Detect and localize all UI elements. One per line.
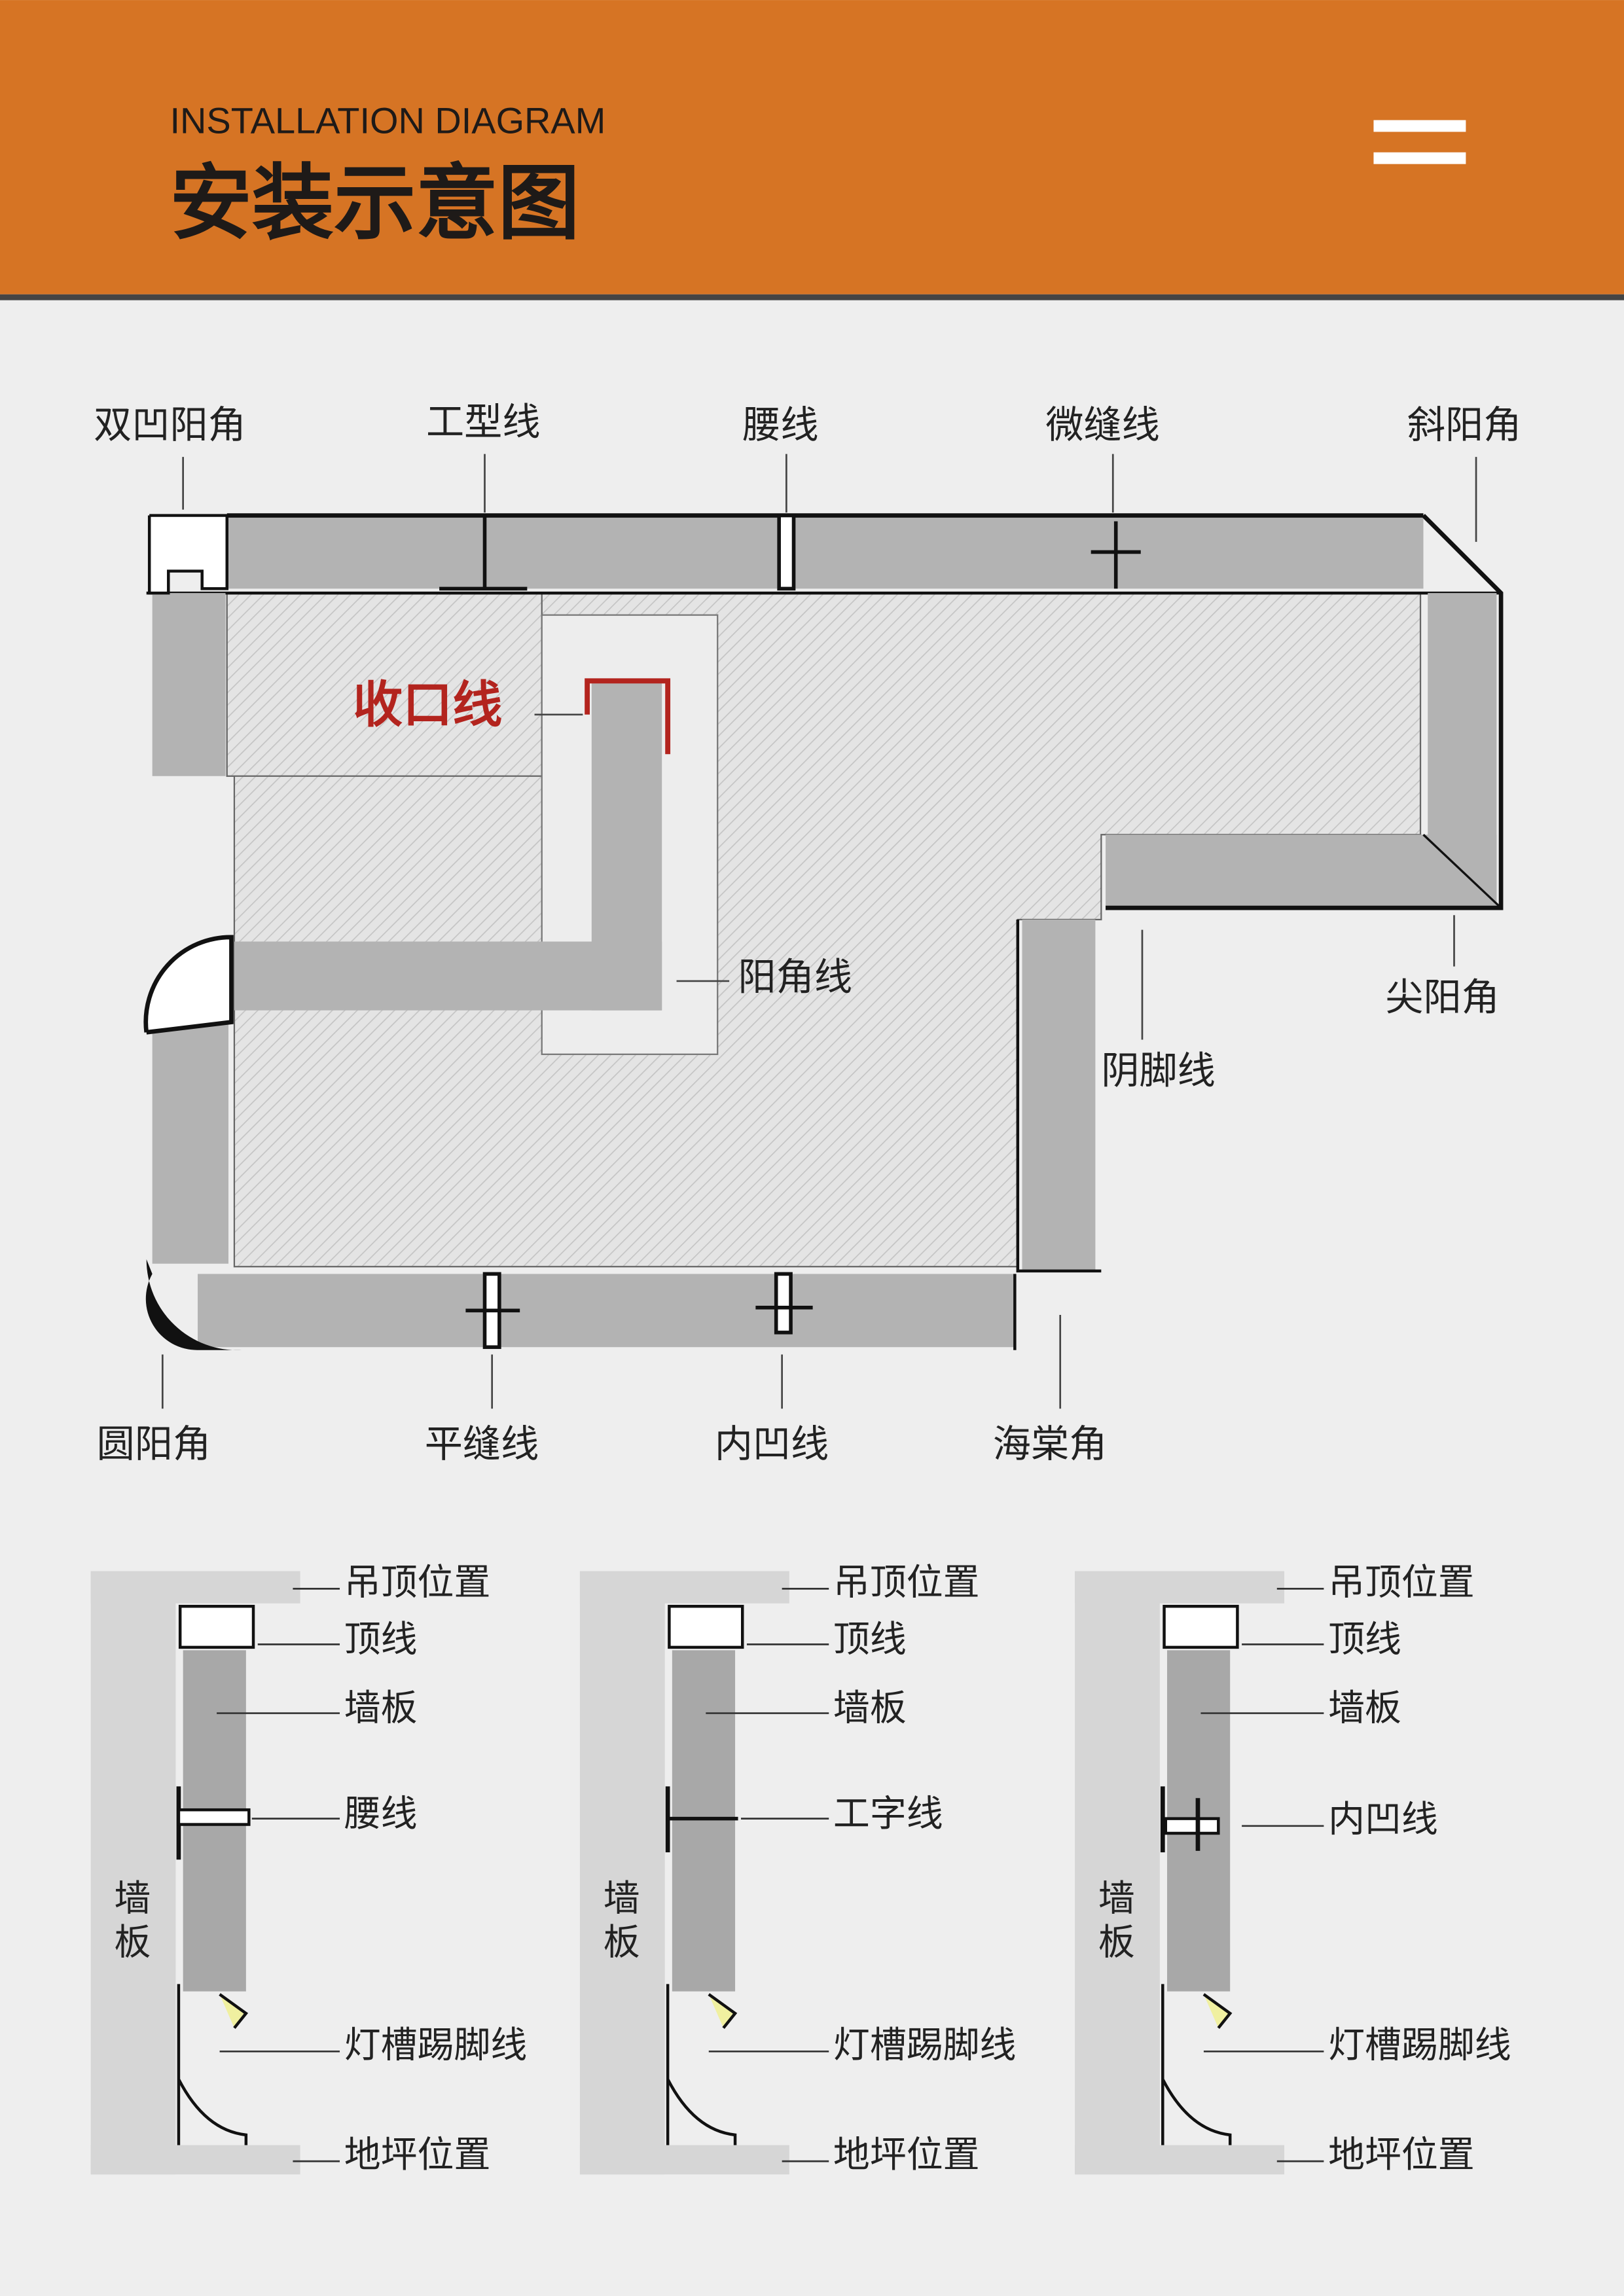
top-wall-panel: [226, 515, 1424, 589]
label-skirting: 灯槽踢脚线: [344, 2024, 528, 2066]
left-top-panel: [152, 593, 226, 776]
label-top-line: 顶线: [344, 1619, 418, 1661]
label-middle-profile: 内凹线: [1328, 1799, 1438, 1841]
label-micro-seam-line: 微缝线: [1045, 403, 1159, 447]
bottom-panel: [198, 1274, 1015, 1348]
label-wall-panel: 墙板: [833, 1687, 907, 1730]
label-flat-seam-line: 平缝线: [425, 1422, 539, 1466]
label-floor-position: 地坪位置: [833, 2134, 980, 2176]
label-waist-line: 腰线: [742, 403, 818, 447]
label-bevel-corner: 斜阳角: [1407, 403, 1521, 447]
middle-panel: [1022, 920, 1096, 1271]
label-outer-corner-line: 阳角线: [738, 954, 852, 999]
label-double-concave-corner: 双凹阳角: [94, 403, 246, 447]
label-closing-line: 收口线: [353, 675, 502, 734]
header: INSTALLATION DIAGRAM 安装示意图: [0, 0, 1624, 300]
double-concave-corner-piece: [147, 514, 228, 595]
left-panel: [152, 1022, 228, 1264]
label-floor-position: 地坪位置: [344, 2134, 491, 2176]
right-step-panel: [1106, 834, 1497, 908]
label-skirting-inner-line: 阴脚线: [1101, 1049, 1215, 1093]
label-begonia-corner: 海棠角: [993, 1422, 1107, 1466]
column-panel-horizontal: [234, 941, 662, 1011]
header-subtitle: INSTALLATION DIAGRAM: [170, 100, 606, 141]
round-corner-piece-top: [143, 935, 234, 1035]
label-top-line: 顶线: [1328, 1619, 1401, 1661]
label-floor-position: 地坪位置: [1328, 2134, 1475, 2176]
label-wall: 墙板: [114, 1878, 151, 1964]
header-background: [0, 0, 1624, 295]
hamburger-menu-icon[interactable]: [1373, 120, 1466, 164]
profile-symbols: [439, 513, 1141, 1350]
label-ceiling-position: 吊顶位置: [833, 1561, 980, 1604]
page-title: 安装示意图: [170, 156, 580, 251]
section-diagram-i-line: 吊顶位置 顶线 墙板 工字线 灯槽踢脚线 地坪位置 墙板: [579, 1561, 1017, 2176]
label-sharp-corner: 尖阳角: [1385, 975, 1499, 1020]
label-wall-panel: 墙板: [344, 1687, 418, 1730]
label-inner-concave-line: 内凹线: [715, 1422, 829, 1466]
label-wall: 墙板: [1098, 1878, 1135, 1964]
label-top-line: 顶线: [833, 1619, 907, 1661]
label-middle-profile: 工字线: [833, 1793, 943, 1835]
closing-line-marker: [585, 678, 671, 755]
label-skirting: 灯槽踢脚线: [833, 2024, 1017, 2066]
header-divider: [0, 294, 1624, 300]
leader-lines: [161, 454, 1477, 1409]
label-wall-panel: 墙板: [1328, 1687, 1401, 1730]
label-ceiling-position: 吊顶位置: [1328, 1561, 1475, 1604]
label-wall: 墙板: [604, 1878, 640, 1964]
label-middle-profile: 腰线: [344, 1793, 418, 1835]
section-diagram-inner-concave: 吊顶位置 顶线 墙板 内凹线 灯槽踢脚线 地坪位置 墙板: [1075, 1561, 1511, 2176]
label-ceiling-position: 吊顶位置: [344, 1561, 491, 1604]
label-i-type-line: 工型线: [426, 400, 540, 444]
section-diagram-waist-line: 吊顶位置 顶线 墙板 腰线 灯槽踢脚线 地坪位置 墙板: [90, 1561, 528, 2176]
label-skirting: 灯槽踢脚线: [1328, 2024, 1511, 2066]
floor-plan: 双凹阳角 工型线 腰线 微缝线 斜阳角 收口线 阳角线 尖阳角 阴脚线 圆阳角 …: [94, 400, 1521, 1467]
label-round-corner: 圆阳角: [97, 1422, 211, 1466]
round-corner-piece-bottom: [145, 1259, 242, 1350]
